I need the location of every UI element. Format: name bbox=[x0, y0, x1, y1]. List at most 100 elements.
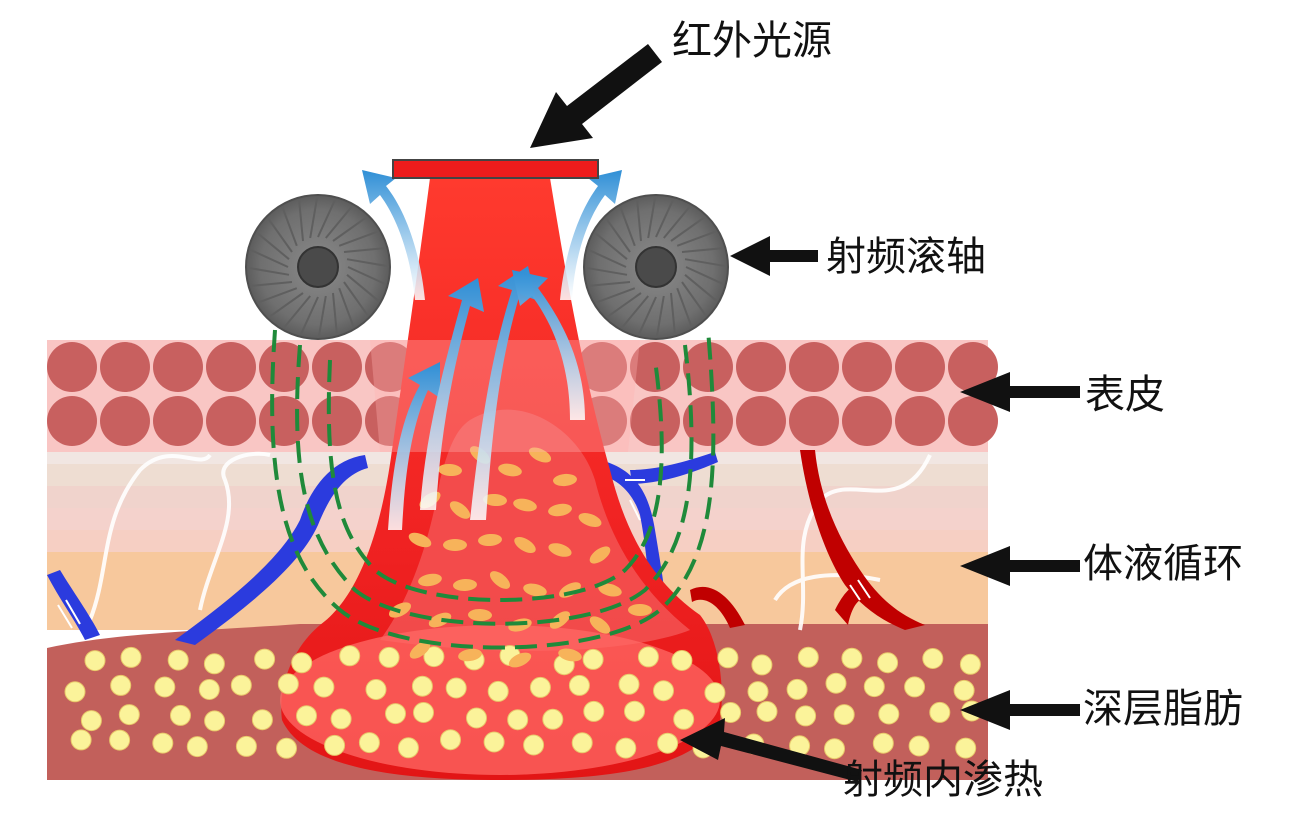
fat-cell bbox=[624, 700, 645, 722]
heat-arrows bbox=[362, 170, 622, 530]
epidermis-cell bbox=[312, 396, 362, 446]
fat-cell bbox=[878, 703, 900, 725]
epidermis-cell bbox=[683, 342, 733, 392]
heated-fat-oval bbox=[528, 447, 552, 463]
epidermis-cell bbox=[259, 396, 309, 446]
roller-tooth bbox=[250, 281, 293, 287]
roller-tooth bbox=[637, 296, 657, 336]
heat-arrow-icon bbox=[362, 170, 425, 300]
fat-cell bbox=[841, 647, 863, 669]
fat-cell bbox=[877, 652, 899, 674]
arrow-rf-roller-icon bbox=[730, 236, 818, 276]
roller-tooth bbox=[606, 292, 642, 318]
heated-fat-oval bbox=[409, 641, 431, 659]
roller-tooth bbox=[267, 217, 293, 253]
fat-cell bbox=[955, 737, 977, 759]
fat-cell bbox=[84, 650, 106, 672]
fat-cell bbox=[235, 735, 257, 757]
heated-fat-oval bbox=[458, 648, 482, 662]
fat-cell bbox=[929, 701, 951, 723]
fat-cell bbox=[908, 735, 930, 757]
fat-cell bbox=[542, 708, 564, 730]
fat-cell bbox=[671, 650, 693, 671]
fat-cell bbox=[904, 676, 926, 698]
roller-tooth bbox=[684, 258, 727, 268]
roller-tooth bbox=[594, 231, 628, 260]
fat-cell bbox=[751, 654, 773, 676]
arrow-epidermis-icon bbox=[960, 372, 1080, 412]
heated-fat-oval bbox=[483, 493, 507, 507]
fat-cell bbox=[198, 679, 220, 700]
roller-tooth bbox=[620, 295, 649, 329]
fat-cell bbox=[251, 709, 273, 731]
fat-cell bbox=[824, 738, 845, 760]
fat-cell bbox=[653, 680, 674, 702]
roller-tooth bbox=[256, 231, 290, 260]
arrow-rf-heat-icon bbox=[680, 718, 862, 782]
epidermis-cell bbox=[736, 396, 786, 446]
heated-fat-oval bbox=[438, 463, 462, 477]
heated-fat-oval bbox=[548, 543, 572, 557]
roller-tooth bbox=[670, 292, 676, 335]
fat-cell bbox=[186, 736, 208, 758]
fat-cell bbox=[330, 708, 352, 730]
fat-cell bbox=[673, 708, 695, 730]
rf-roller-left bbox=[245, 194, 391, 340]
heated-fat-oval bbox=[449, 501, 471, 519]
epidermis-cell bbox=[100, 396, 150, 446]
heated-fat-oval bbox=[513, 498, 537, 512]
fat-cell bbox=[423, 646, 445, 668]
fat-cell bbox=[583, 700, 605, 722]
heated-fat-oval bbox=[428, 612, 452, 628]
rf-field-lines bbox=[270, 329, 716, 650]
roller-tooth bbox=[338, 287, 355, 328]
roller-tooth bbox=[338, 230, 379, 247]
heated-fat-oval bbox=[453, 578, 477, 592]
label-rf-heat: 射频内渗热 bbox=[843, 757, 1043, 803]
epidermis-cell bbox=[895, 342, 945, 392]
label-ir-source: 红外光源 bbox=[672, 18, 832, 64]
label-epidermis: 表皮 bbox=[1085, 372, 1165, 418]
fat-cell bbox=[378, 646, 400, 668]
label-body-fluid: 体液循环 bbox=[1083, 541, 1243, 587]
heated-fat-oval bbox=[548, 503, 572, 517]
fat-cell bbox=[704, 682, 726, 704]
roller-tooth bbox=[685, 266, 725, 286]
fat-cell bbox=[276, 737, 297, 759]
roller-tooth bbox=[647, 196, 657, 239]
label-rf-roller: 射频滚轴 bbox=[826, 234, 986, 280]
roller-tooth bbox=[346, 274, 380, 303]
roller-tooth bbox=[325, 205, 354, 239]
fat-cell bbox=[203, 653, 225, 675]
roller-tooth bbox=[587, 248, 627, 268]
roller-tooth bbox=[299, 296, 319, 336]
vessel-flow-arrows bbox=[57, 479, 871, 629]
epidermis-cell bbox=[47, 342, 97, 392]
fat-cell bbox=[365, 679, 387, 700]
heated-fat-oval bbox=[514, 536, 536, 554]
fat-cell bbox=[154, 676, 176, 698]
heated-fat-oval bbox=[523, 583, 547, 597]
roller-tooth bbox=[663, 205, 692, 239]
fat-cell bbox=[230, 674, 252, 696]
fat-cell bbox=[324, 734, 346, 756]
heated-fat-oval bbox=[558, 648, 582, 662]
epidermis-cell bbox=[206, 342, 256, 392]
fat-cell bbox=[385, 703, 406, 725]
label-deep-fat: 深层脂肪 bbox=[1083, 686, 1243, 732]
roller-tooth bbox=[670, 216, 706, 242]
roller-tooth bbox=[257, 287, 298, 304]
fat-cell bbox=[720, 702, 742, 723]
epidermis-cell bbox=[100, 342, 150, 392]
fat-cell bbox=[110, 674, 132, 696]
roller-tooth bbox=[619, 206, 636, 247]
epidermis-cell bbox=[789, 342, 839, 392]
fat-cell bbox=[291, 652, 313, 674]
heated-fat-oval bbox=[628, 603, 652, 617]
heated-fat-oval bbox=[468, 608, 492, 622]
fat-cell bbox=[277, 673, 299, 695]
epidermis-cell bbox=[895, 396, 945, 446]
roller-tooth bbox=[332, 292, 338, 335]
